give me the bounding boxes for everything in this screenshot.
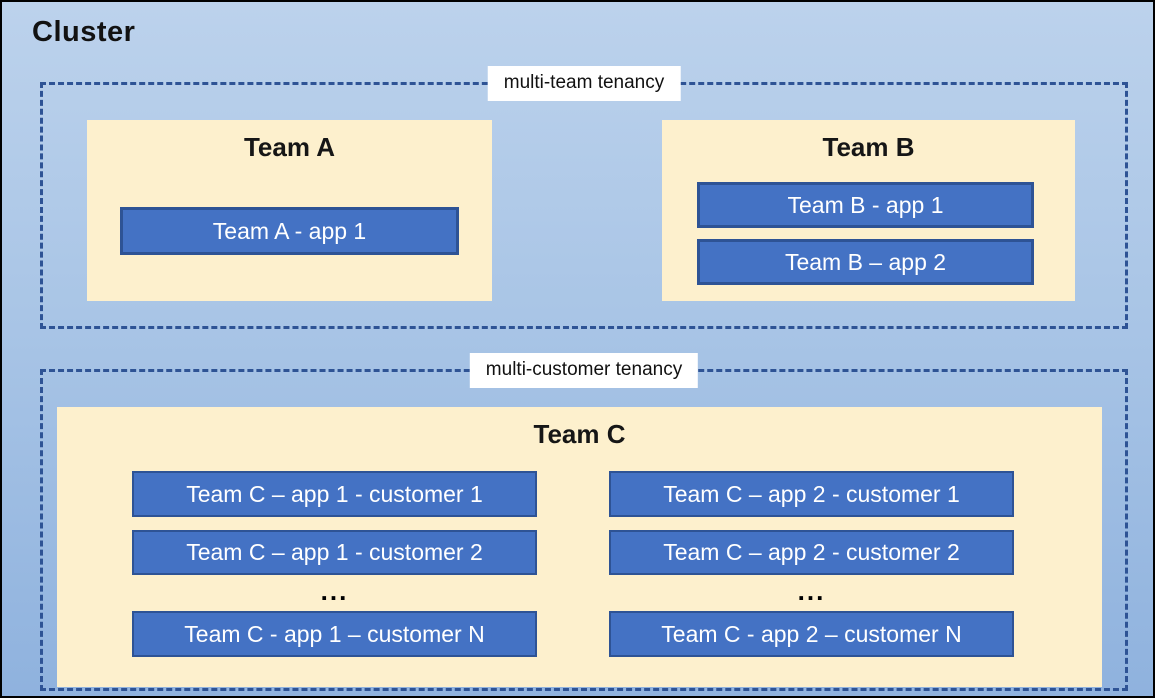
team-c-app2-customerN-box: Team C - app 2 – customer N	[609, 611, 1014, 657]
multi-customer-tenancy-section: multi-customer tenancy Team C Team C – a…	[40, 353, 1128, 691]
team-c-app2-customer1-box: Team C – app 2 - customer 1	[609, 471, 1014, 517]
team-c-app1-customerN-box: Team C - app 1 – customer N	[132, 611, 537, 657]
multi-customer-tenancy-label: multi-customer tenancy	[469, 353, 699, 388]
team-a-app-1-box: Team A - app 1	[120, 207, 459, 255]
team-a-box: Team A Team A - app 1	[87, 120, 492, 301]
multi-team-tenancy-label: multi-team tenancy	[487, 66, 681, 101]
team-c-app-2-column: Team C – app 2 - customer 1 Team C – app…	[609, 407, 1014, 687]
team-c-app1-customer2-box: Team C – app 1 - customer 2	[132, 530, 537, 575]
team-c-app2-ellipsis: ...	[797, 576, 826, 606]
team-b-app-1-box: Team B - app 1	[697, 182, 1034, 228]
team-b-title: Team B	[822, 132, 915, 162]
team-b-box: Team B Team B - app 1 Team B – app 2	[662, 120, 1075, 301]
cluster-title: Cluster	[32, 16, 136, 48]
team-c-app2-customer2-box: Team C – app 2 - customer 2	[609, 530, 1014, 575]
team-c-app1-ellipsis: ...	[320, 576, 349, 606]
team-c-app-1-column: Team C – app 1 - customer 1 Team C – app…	[132, 407, 537, 687]
team-c-box: Team C Team C – app 1 - customer 1 Team …	[57, 407, 1102, 687]
multi-team-tenancy-section: multi-team tenancy Team A Team A - app 1…	[40, 66, 1128, 329]
team-c-title: Team C	[533, 419, 626, 449]
team-c-app1-customer1-box: Team C – app 1 - customer 1	[132, 471, 537, 517]
team-b-app-2-box: Team B – app 2	[697, 239, 1034, 285]
team-a-title: Team A	[243, 132, 336, 162]
